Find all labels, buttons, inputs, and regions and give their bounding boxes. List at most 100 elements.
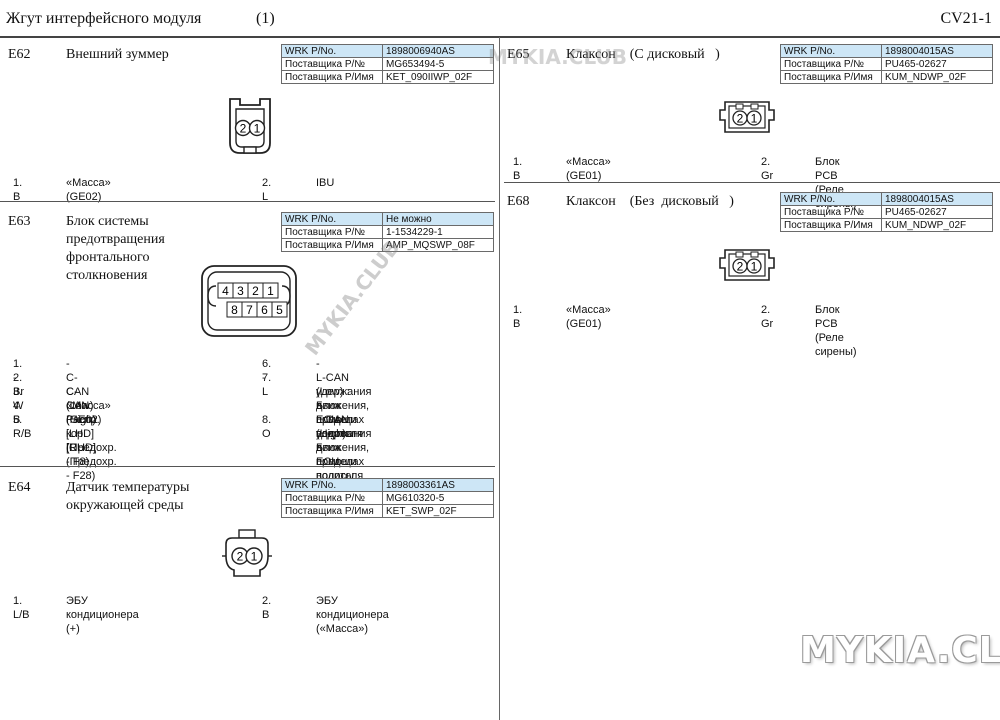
supplier-name-label: Поставщика P/Имя	[281, 238, 383, 252]
supplier-no-value: MG653494-5	[382, 57, 494, 71]
page-title: Жгут интерфейсного модуля	[6, 10, 202, 27]
connector-name: Внешний зуммер	[66, 47, 169, 62]
column-divider	[499, 37, 500, 720]
connector-face-icon: 4 3 2 1 8 7 6 5	[201, 265, 297, 337]
wrk-value: 1898006940AS	[382, 44, 494, 58]
supplier-name-label: Поставщика P/Имя	[780, 218, 882, 232]
supplier-name-label: Поставщика P/Имя	[281, 504, 383, 518]
pin-description: движения, ECU водителя	[316, 442, 370, 482]
supplier-no-label: Поставщика P/№	[780, 57, 882, 71]
pin-description: Распр. кор. ICU	[66, 414, 100, 454]
watermark-diagonal: MYKIA.CLUB	[300, 235, 405, 360]
connector-face-icon: 2 1	[229, 98, 271, 154]
pin-description: L-CAN (Low) : Блок помощи	[316, 372, 357, 426]
supplier-no-label: Поставщика P/№	[281, 491, 383, 505]
section-divider	[504, 182, 1000, 183]
wrk-value: 1898004015AS	[881, 44, 993, 58]
supplier-no-value: 1-1534229-1	[382, 225, 494, 239]
wrk-value: Не можно	[382, 212, 494, 226]
cavity-label: 2	[737, 260, 744, 274]
pin-number: 1. B	[513, 304, 523, 330]
pin-description: [RHD] (Предохр. - F28)	[66, 442, 117, 482]
wrk-label: WRK P/No.	[281, 44, 383, 58]
supplier-no-value: PU465-02627	[881, 57, 993, 71]
cavity-label: 7	[246, 303, 253, 317]
pin-description: движения, ECU водителя	[316, 400, 370, 440]
connector-code: E65	[507, 47, 530, 62]
section-divider	[0, 201, 495, 202]
pin-description: «Масса» (GE01)	[566, 156, 611, 182]
supplier-no-label: Поставщика P/№	[281, 57, 383, 71]
pin-description: C-CAN (Low)	[66, 372, 94, 412]
supplier-name-label: Поставщика P/Имя	[780, 70, 882, 84]
wrk-label: WRK P/No.	[780, 192, 882, 206]
connector-face-icon: 2 1	[719, 249, 775, 281]
cavity-label: 2	[737, 112, 744, 126]
connector-face-icon: 2 1	[222, 529, 272, 577]
supplier-name-value: KET_090IIWP_02F	[382, 70, 494, 84]
cavity-label: 3	[237, 284, 244, 298]
cavity-label: 5	[276, 303, 283, 317]
pin-description: удержания в пределах полосы	[316, 386, 372, 440]
cavity-label: 4	[222, 284, 229, 298]
pin-number: 2. B	[262, 595, 272, 621]
wrk-label: WRK P/No.	[281, 212, 383, 226]
pin-description: ЭБУ кондиционера («Масса»)	[316, 595, 389, 635]
supplier-name-value: AMP_MQSWP_08F	[382, 238, 494, 252]
cavity-label: 2	[252, 284, 259, 298]
supplier-no-label: Поставщика P/№	[281, 225, 383, 239]
supplier-name-value: KET_SWP_02F	[382, 504, 494, 518]
pin-number: 2. Gr	[761, 304, 774, 330]
supplier-name-label: Поставщика P/Имя	[281, 70, 383, 84]
pin-number: 2. L	[262, 177, 272, 203]
pin-number: 5. R/B	[13, 414, 32, 440]
connector-name: Клаксон (Без дисковый )	[566, 194, 734, 209]
cavity-label: 2	[237, 550, 244, 564]
pin-number: 7. L	[262, 372, 272, 398]
section-divider	[0, 466, 495, 467]
header-divider	[0, 36, 1000, 38]
pin-number: 4. B	[13, 400, 23, 426]
pin-number: 1. L/B	[13, 595, 30, 621]
cavity-label: 1	[267, 284, 274, 298]
connector-name: Датчик температуры окружающей среды	[66, 480, 190, 513]
supplier-no-label: Поставщика P/№	[780, 205, 882, 219]
pin-description: IBU	[316, 177, 335, 189]
supplier-no-value: PU465-02627	[881, 205, 993, 219]
connector-code: E64	[8, 480, 31, 495]
pin-description: «Масса» (GE02)	[66, 177, 111, 203]
watermark-bottom: MYKIA.CLUB	[800, 630, 1000, 671]
connector-code: E63	[8, 214, 31, 229]
cavity-label: 8	[231, 303, 238, 317]
connector-code: E62	[8, 47, 31, 62]
connector-name: Клаксон (С дисковый )	[566, 47, 720, 62]
cavity-label: 6	[261, 303, 268, 317]
pin-description: «Масса» (GE02)	[66, 400, 111, 426]
pin-description: «Масса» (GE01)	[566, 304, 611, 330]
wrk-label: WRK P/No.	[281, 478, 383, 492]
pin-number: 6. -	[262, 358, 272, 384]
watermark-top: MYKIA.CLUB	[488, 45, 627, 69]
supplier-no-value: MG610320-5	[382, 491, 494, 505]
supplier-name-value: KUM_NDWP_02F	[881, 218, 993, 232]
connector-face-icon: 2 1	[719, 101, 775, 133]
pin-description: удержания в пределах полосы	[316, 428, 372, 482]
diagram-code: CV21-1	[940, 10, 992, 27]
pin-number: 1. B	[513, 156, 523, 182]
connector-name: Блок системы предотвращения фронтального…	[66, 214, 165, 283]
pin-description: -	[316, 358, 320, 370]
pin-description: L-CAN (High) : Блок помощи	[316, 414, 357, 468]
cavity-label: 1	[254, 122, 261, 136]
cavity-label: 1	[751, 112, 758, 126]
cavity-label: 1	[751, 260, 758, 274]
page-number: (1)	[256, 10, 275, 27]
pin-number: 3. W	[13, 386, 24, 412]
pin-description: -	[66, 358, 70, 370]
wrk-value: 1898004015AS	[881, 192, 993, 206]
pin-description: [LHD] (Предохр. - F8)	[66, 428, 117, 468]
pin-number: 1. -	[13, 358, 23, 384]
